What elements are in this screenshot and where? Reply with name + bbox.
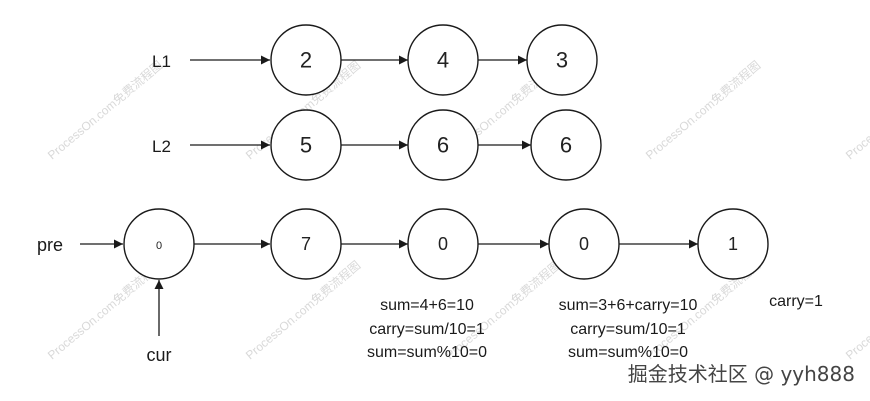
l2-node-3-value: 6 — [560, 133, 572, 158]
step2-sum-note: sum=4+6=10 — [380, 297, 474, 314]
l2-node-2-value: 6 — [437, 133, 449, 158]
watermark: ProcessOn.com免费流程图 — [842, 57, 870, 162]
result-node-4-value: 1 — [728, 234, 738, 254]
result-node-3-value: 0 — [579, 234, 589, 254]
step2-carry-note: carry=sum/10=1 — [369, 321, 485, 338]
l2-node-3 — [530, 109, 602, 181]
l1-node-3-value: 3 — [556, 48, 568, 73]
label-cur: cur — [146, 345, 171, 365]
label-l2: L2 — [152, 137, 171, 156]
result-node-1-value: 7 — [301, 234, 311, 254]
step3-mod-note: sum=sum%10=0 — [568, 344, 688, 361]
step3-sum-note: sum=3+6+carry=10 — [559, 297, 698, 314]
l1-node-3 — [526, 24, 598, 96]
footer-credit: 掘金技术社区 @ yyh888 — [628, 362, 855, 386]
watermark: ProcessOn.com免费流程图 — [44, 57, 165, 162]
label-pre: pre — [37, 235, 63, 255]
result-node-2-value: 0 — [438, 234, 448, 254]
l1-node-1-value: 2 — [300, 48, 312, 73]
result-dummy-value: 0 — [156, 240, 162, 252]
final-carry-note: carry=1 — [769, 293, 823, 310]
step3-carry-note: carry=sum/10=1 — [570, 321, 686, 338]
l1-node-2-value: 4 — [437, 48, 449, 73]
watermark: ProcessOn.com免费流程图 — [842, 257, 870, 362]
watermark: ProcessOn.com免费流程图 — [642, 57, 763, 162]
result-node-4 — [697, 208, 769, 280]
l2-node-1-value: 5 — [300, 133, 312, 158]
label-l1: L1 — [152, 52, 171, 71]
step2-mod-note: sum=sum%10=0 — [367, 344, 487, 361]
